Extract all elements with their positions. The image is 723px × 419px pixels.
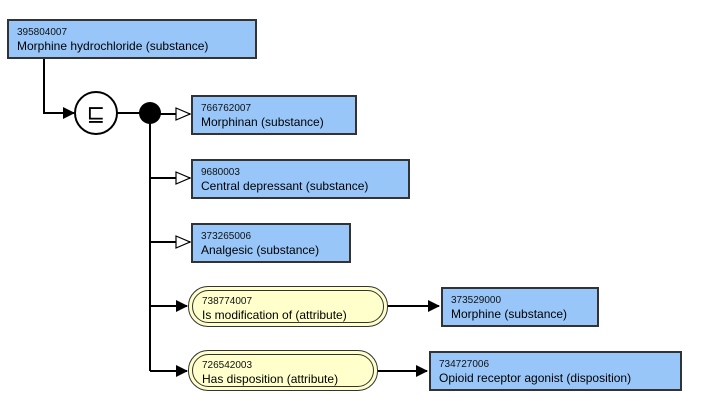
attribute-term: Has disposition (attribute) [202, 372, 339, 386]
concept-term: Morphinan (substance) [201, 115, 324, 129]
concept-term: Opioid receptor agonist (disposition) [439, 371, 632, 385]
attribute-type-box[interactable]: 738774007 Is modification of (attribute) [188, 286, 388, 327]
parent-concept-box[interactable]: 9680003 Central depressant (substance) [191, 159, 410, 199]
attribute-value-box[interactable]: 373529000 Morphine (substance) [441, 287, 599, 327]
definition-status-circle [74, 91, 118, 135]
concept-id: 373529000 [451, 295, 502, 306]
concept-term: Analgesic (substance) [201, 243, 320, 257]
attribute-type-box[interactable]: 726542003 Has disposition (attribute) [188, 350, 378, 391]
concept-id: 766762007 [201, 103, 252, 114]
concept-id: 395804007 [17, 27, 68, 38]
conjunction-dot [139, 102, 161, 124]
parent-concept-box[interactable]: 373265006 Analgesic (substance) [191, 223, 351, 263]
focus-to-definition-connector [43, 58, 75, 119]
concept-id: 734727006 [439, 359, 490, 370]
concept-id: 373265006 [201, 231, 252, 242]
concept-term: Central depressant (substance) [201, 179, 369, 193]
attribute-id: 726542003 [202, 360, 253, 371]
attribute-term: Is modification of (attribute) [202, 308, 347, 322]
concept-term: Morphine (substance) [451, 307, 568, 321]
concept-id: 9680003 [201, 167, 240, 178]
parent-concept-box[interactable]: 766762007 Morphinan (substance) [191, 95, 357, 135]
attribute-id: 738774007 [202, 296, 253, 307]
focus-concept-box[interactable]: 395804007 Morphine hydrochloride (substa… [7, 19, 257, 59]
attribute-value-box[interactable]: 734727006 Opioid receptor agonist (dispo… [429, 351, 682, 391]
definition-status-symbol: ⊑ [87, 102, 105, 127]
concept-term: Morphine hydrochloride (substance) [17, 39, 209, 53]
